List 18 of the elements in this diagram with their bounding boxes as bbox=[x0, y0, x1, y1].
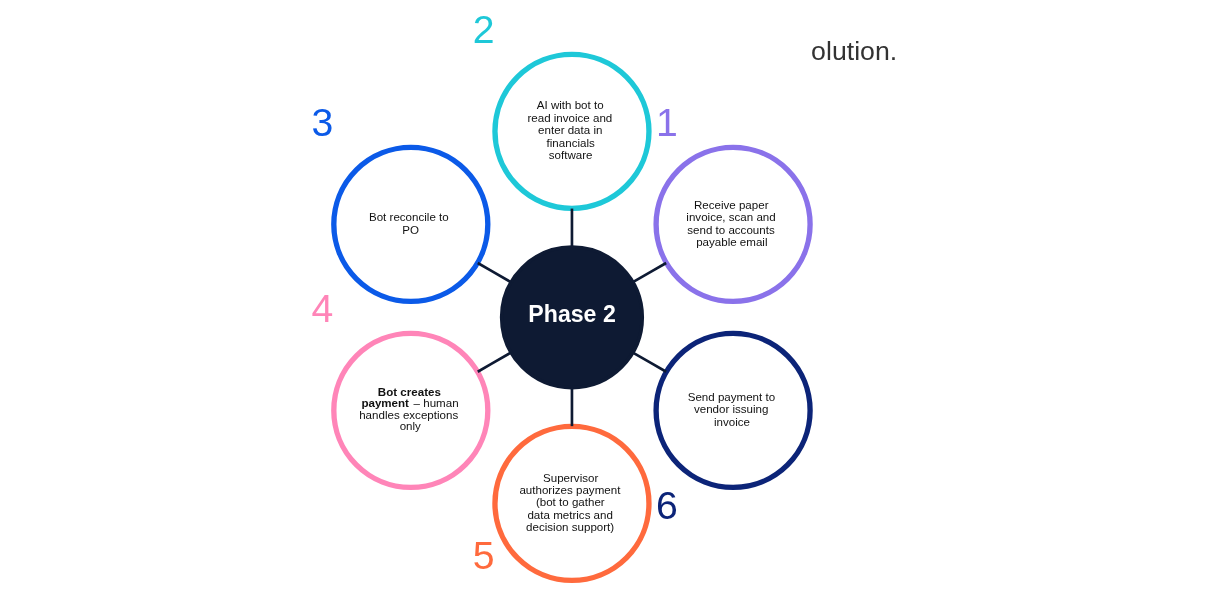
node-circle: Send payment to vendor issuing invoice bbox=[652, 330, 813, 491]
node-circle: Phase 2 bbox=[499, 245, 644, 390]
connector bbox=[570, 208, 573, 247]
label: olution. bbox=[810, 35, 897, 66]
connector bbox=[476, 261, 512, 284]
node-label: 4 bbox=[311, 287, 333, 330]
connector bbox=[631, 351, 667, 373]
node-circle: Bot creates payment – human handles exceptions only bbox=[330, 330, 490, 491]
connector bbox=[476, 351, 512, 373]
node-circle: Bot reconcile to PO bbox=[330, 144, 490, 304]
node-label: 2 bbox=[472, 7, 494, 51]
connector bbox=[631, 261, 667, 284]
node-label: 5 bbox=[472, 534, 494, 578]
connector bbox=[570, 387, 573, 427]
node-circle: AI with bot to read invoice and enter data in financials software bbox=[491, 51, 652, 211]
node-label: 1 bbox=[655, 100, 678, 144]
node-circle: Receive paper invoice, scan and send to accounts payable email bbox=[652, 144, 813, 304]
node-label: 3 bbox=[311, 100, 333, 144]
